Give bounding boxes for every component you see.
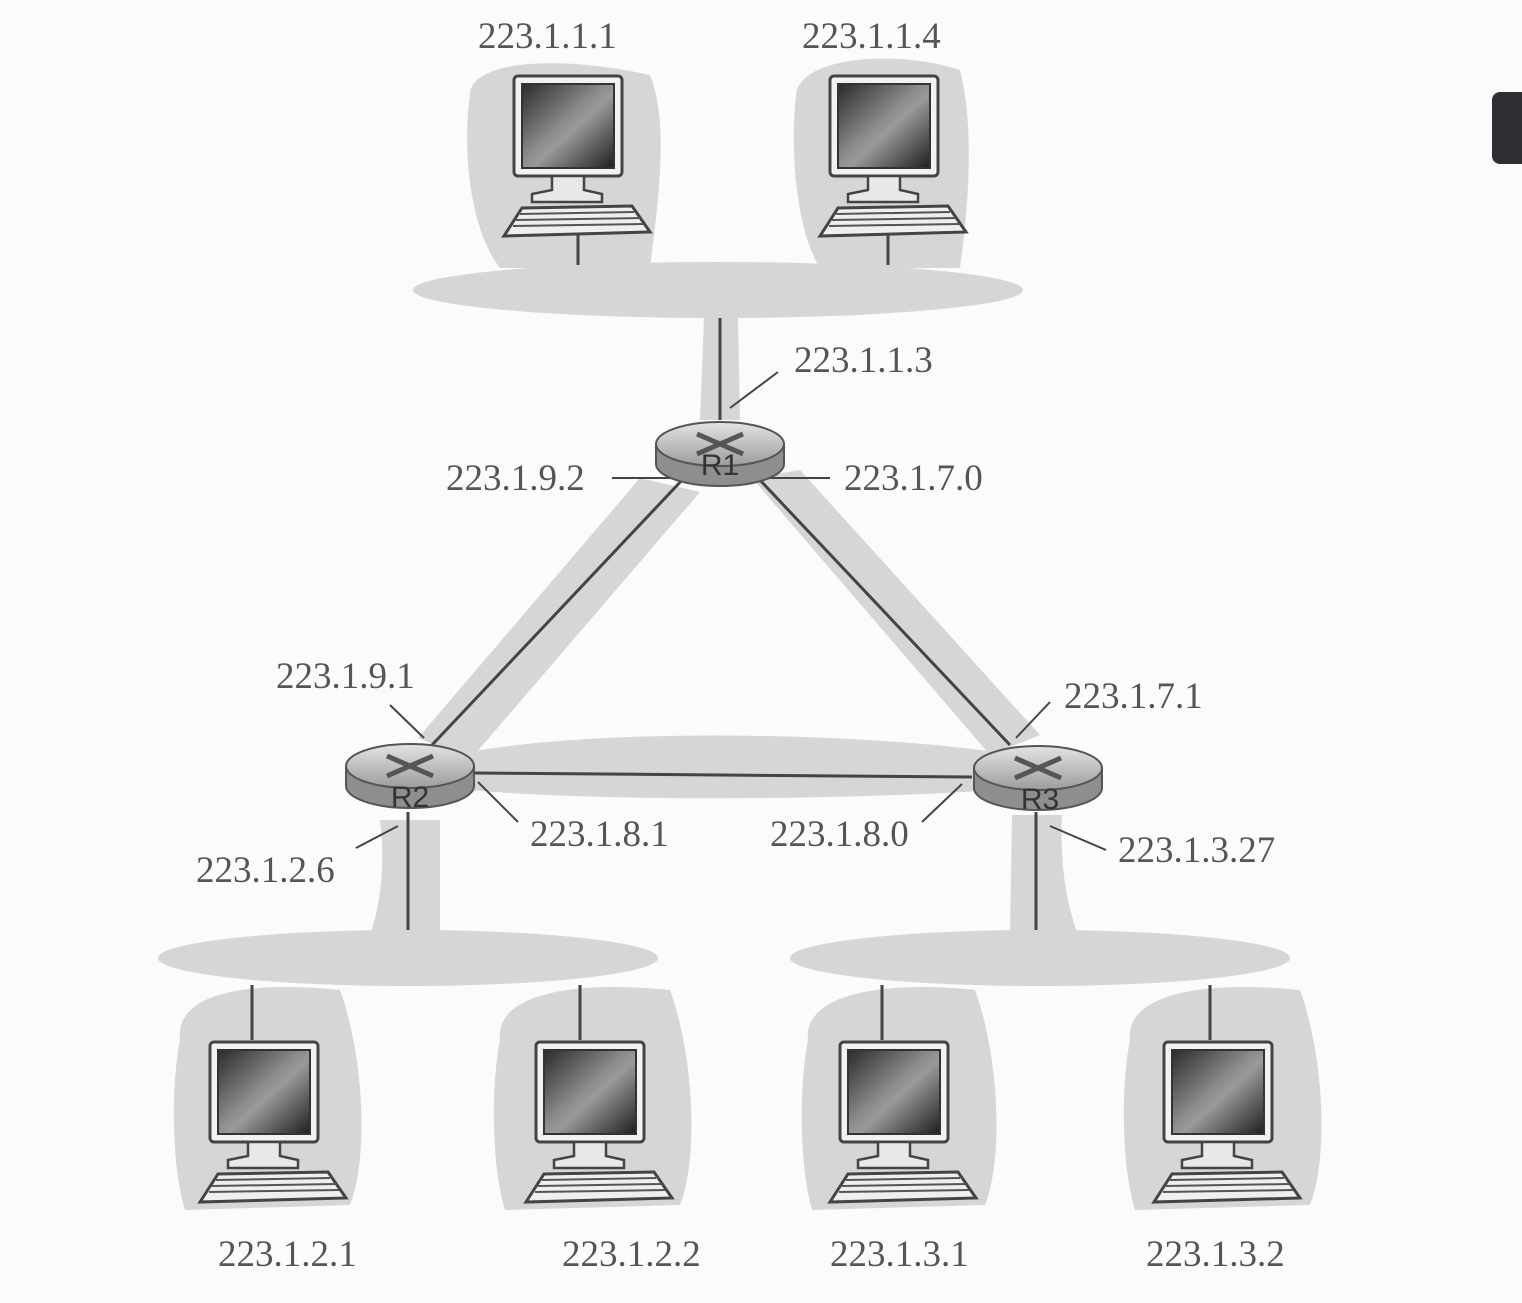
leader-r3-bottom	[1049, 825, 1107, 851]
router-label: R2	[391, 781, 429, 814]
router-r2: R2	[345, 743, 475, 814]
host-address-label: 223.1.1.4	[802, 16, 941, 57]
link-shade-r2-down	[370, 820, 440, 935]
host-address-label: 223.1.3.2	[1146, 1234, 1285, 1275]
link-r1-r3	[756, 476, 1012, 747]
router-cross-icon	[386, 753, 434, 779]
interface-address-label: 223.1.8.1	[530, 814, 669, 855]
router-cross-icon	[696, 431, 744, 457]
link-r1-r2	[430, 476, 686, 747]
shaded-regions	[158, 58, 1322, 1210]
link-shade-r1-r3	[752, 470, 1040, 755]
leader-lines	[355, 371, 1107, 851]
leader-r2-right	[477, 781, 519, 823]
host-address-label: 223.1.2.2	[562, 1234, 701, 1275]
link-shade-r3-down	[1010, 815, 1078, 935]
interface-address-label: 223.1.2.6	[196, 850, 335, 891]
interface-address-label: 223.1.3.27	[1118, 830, 1275, 871]
lan-top-bus	[413, 262, 1023, 318]
host-address-label: 223.1.3.1	[830, 1234, 969, 1275]
interface-address-label: 223.1.7.0	[844, 458, 983, 499]
link-r2-r3	[473, 771, 973, 779]
edge-tab[interactable]	[1492, 92, 1522, 164]
leader-r2-top	[389, 704, 425, 739]
host-address-label: 223.1.2.1	[218, 1234, 357, 1275]
router-r3: R3	[973, 745, 1103, 816]
leader-r3-left	[921, 783, 963, 823]
link-shade-r2-r3	[470, 735, 995, 799]
router-cross-icon	[1014, 755, 1062, 781]
interface-address-label: 223.1.1.3	[794, 340, 933, 381]
host-labels: 223.1.1.1 223.1.1.4 223.1.2.1 223.1.2.2 …	[218, 16, 1285, 1275]
router-r1: R1	[655, 421, 785, 487]
leader-r1-top	[729, 371, 779, 409]
host-address-label: 223.1.1.1	[478, 16, 617, 57]
interface-address-label: 223.1.8.0	[770, 814, 909, 855]
lan-bottom-right-bus	[790, 930, 1290, 986]
leader-r2-bottom	[355, 825, 399, 849]
interface-address-label: 223.1.9.2	[446, 458, 585, 499]
router-label: R3	[1021, 783, 1059, 816]
router-label: R1	[701, 449, 739, 482]
interface-address-label: 223.1.9.1	[276, 656, 415, 697]
leader-r3-top	[1015, 701, 1051, 739]
link-shade-r1-r2	[418, 478, 700, 760]
lan-bottom-left-bus	[158, 930, 658, 986]
interface-address-label: 223.1.7.1	[1064, 676, 1203, 717]
interface-labels: 223.1.1.3 223.1.9.2 223.1.7.0 223.1.9.1 …	[196, 340, 1275, 891]
